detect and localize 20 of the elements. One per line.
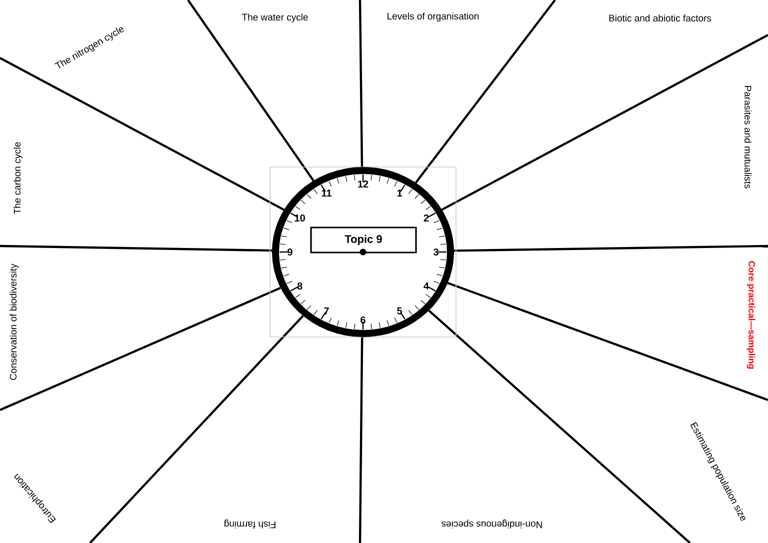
- clock-number: 8: [297, 282, 302, 290]
- topic-label: Core practical—sampling: [746, 261, 756, 369]
- clock-number: 1: [397, 190, 402, 197]
- topic-label: Conservation of biodiversity: [10, 264, 18, 380]
- clock-number: 9: [288, 248, 292, 256]
- clock-number: 12: [358, 180, 368, 188]
- title-box: Topic 9: [310, 226, 417, 254]
- clock-number: 11: [322, 190, 332, 197]
- clock-number: 3: [433, 248, 438, 256]
- topic-label: The carbon cycle: [14, 142, 22, 214]
- topic-label: The water cycle: [242, 14, 308, 22]
- topic-label: Fish farming: [224, 520, 276, 528]
- topic-label: Biotic and abiotic factors: [609, 14, 712, 22]
- topic-label: Levels of organisation: [388, 12, 479, 22]
- clock-number: 7: [324, 307, 329, 314]
- topic-label: Non-indigenous species: [442, 520, 542, 528]
- clock-number: 2: [424, 214, 429, 222]
- clock-number: 6: [360, 316, 366, 324]
- topic-label: Parasites and mutualists: [744, 86, 752, 188]
- clock-number: 4: [424, 282, 429, 290]
